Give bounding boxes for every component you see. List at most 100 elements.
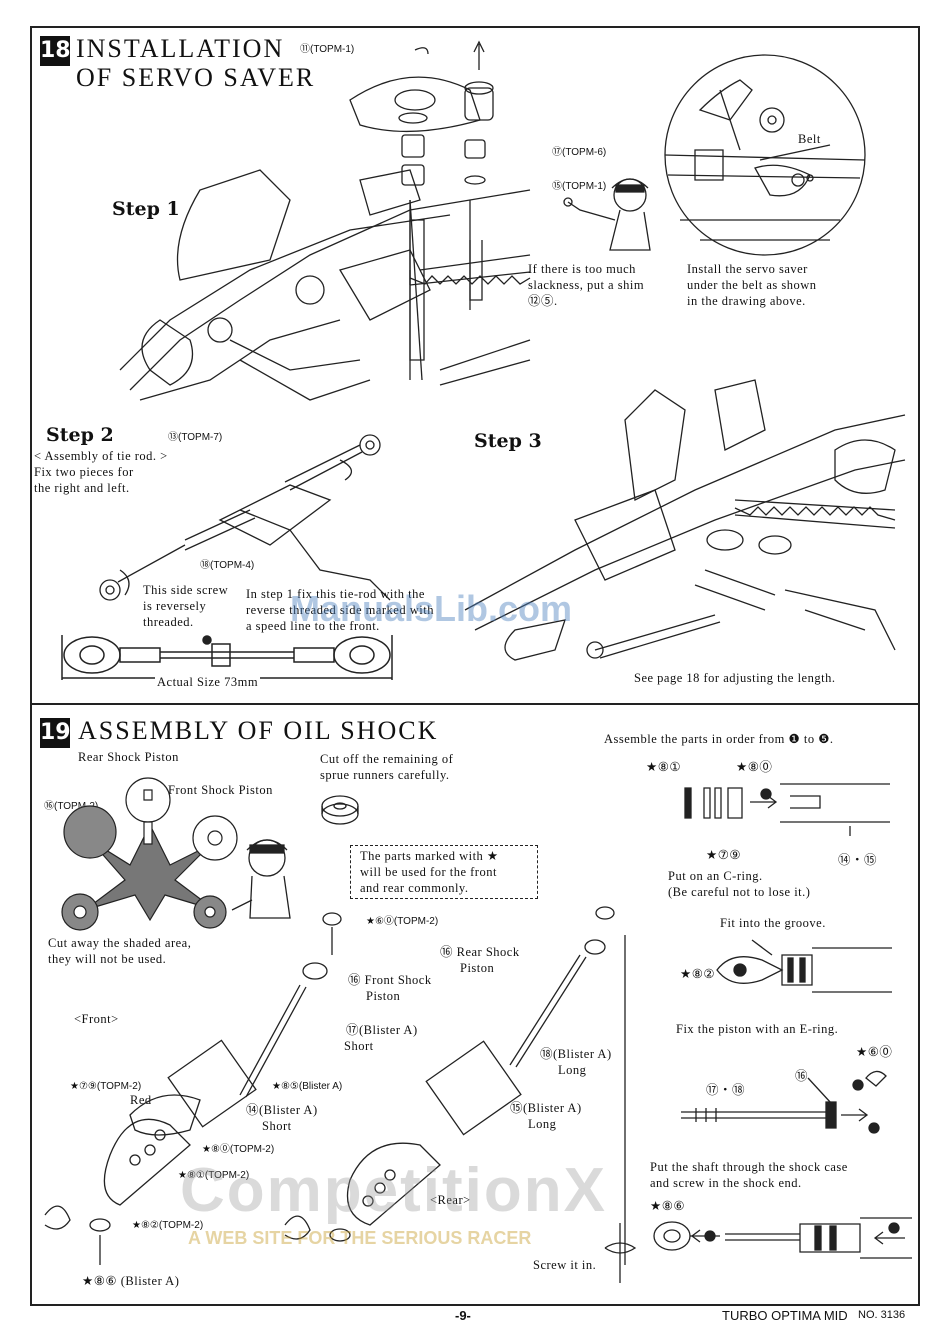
- piston-sprue-tree-drawing: [50, 770, 240, 930]
- belt-label: Belt: [798, 132, 821, 146]
- common-note-line3: and rear commonly.: [360, 881, 469, 895]
- adjust-length-note: See page 18 for adjusting the length.: [634, 671, 836, 685]
- reverse-note-line1: This side screw: [143, 583, 229, 597]
- cut-shaded-line1: Cut away the shaded area,: [48, 936, 192, 950]
- order-note: Assemble the parts in order from ❶ to ❺.: [604, 732, 834, 746]
- oil-shock-exploded-drawing: [40, 905, 640, 1295]
- shaft-note-line2: and screw in the shock end.: [650, 1176, 802, 1190]
- footer-doc-number: NO. 3136: [858, 1309, 906, 1321]
- part-63-label: ⑬(TOPM-7): [168, 432, 223, 443]
- part-80-label: ★⑧⓪(TOPM-2): [202, 1144, 275, 1155]
- piston-detail-icon: [318, 788, 364, 828]
- shaft-78-line2: Long: [558, 1063, 587, 1077]
- step-2-text-line3: the right and left.: [34, 481, 130, 495]
- part-97-label: ⑰(TOPM-6): [552, 147, 607, 158]
- footer-model: TURBO OPTIMA MID: [722, 1308, 848, 1323]
- part-79-label: ★⑦⑨(TOPM-2): [70, 1081, 142, 1092]
- screw-in-note: Screw it in.: [533, 1258, 597, 1272]
- section-18-title-line2: OF SERVO SAVER: [76, 63, 316, 92]
- install-note-line2: under the belt as shown: [687, 278, 817, 292]
- common-note-line2: will be used for the front: [360, 865, 497, 879]
- groove-step-drawing: [712, 930, 892, 1000]
- c-ring-line1: Put on an C-ring.: [668, 869, 763, 883]
- section-18-title-line1: INSTALLATION: [76, 34, 285, 63]
- cut-sprue-line2: sprue runners carefully.: [320, 768, 450, 782]
- screw-rotation-arrow-icon: [600, 1218, 640, 1288]
- mascot-pointing-icon: [560, 170, 660, 260]
- rear-shock-piston-label: Rear Shock Piston: [78, 750, 179, 764]
- e-ring-note: Fix the piston with an E-ring.: [676, 1022, 839, 1036]
- shaft-note-line1: Put the shaft through the shock case: [650, 1160, 848, 1174]
- part-75-label: ⑮(TOPM-1): [552, 181, 607, 192]
- shaft-77-line1: ⑰(Blister A): [346, 1023, 418, 1037]
- case-74-line1: ⑭(Blister A): [246, 1103, 318, 1117]
- part-86-label: ★⑧⑥ (Blister A): [82, 1274, 180, 1288]
- d-part-76: ⑯: [795, 1069, 809, 1083]
- d-part-77-78: ⑰・⑱: [706, 1083, 746, 1097]
- part-85-label: ★⑧⑤(Blister A): [272, 1081, 343, 1092]
- servo-saver-assembly-drawing: [110, 40, 550, 430]
- competitionx-subtitle-watermark: A WEB SITE FOR THE SERIOUS RACER: [188, 1228, 532, 1248]
- competitionx-watermark: CompetitionX: [180, 1156, 607, 1225]
- step-2-heading: Step 2: [46, 424, 114, 446]
- page-frame: [30, 26, 920, 1306]
- front-shock-piston-ref-line1: ⑯ Front Shock: [348, 973, 432, 987]
- install-note-line3: in the drawing above.: [687, 294, 806, 308]
- part-81-label: ★⑧①(TOPM-2): [178, 1170, 250, 1181]
- groove-note: Fit into the groove.: [720, 916, 826, 930]
- d-part-81: ★⑧①: [646, 760, 682, 774]
- shaft-78-line1: ⑱(Blister A): [540, 1047, 612, 1061]
- slack-note-line3: ⑫⑤.: [528, 294, 558, 308]
- section-19-number: 19: [40, 718, 71, 748]
- part-98-label: ⑱(TOPM-4): [200, 560, 255, 571]
- step-2-text-line2: Fix two pieces for: [34, 465, 134, 479]
- cut-shaded-line2: they will not be used.: [48, 952, 167, 966]
- common-parts-note-box: [350, 845, 538, 899]
- cut-sprue-line1: Cut off the remaining of: [320, 752, 454, 766]
- front-label: <Front>: [74, 1012, 119, 1026]
- common-note-line1: The parts marked with ★: [360, 849, 499, 863]
- c-ring-line2: (Be careful not to lose it.): [668, 885, 811, 899]
- slack-note-line2: slackness, put a shim: [528, 278, 645, 292]
- section-18-number: 18: [40, 36, 71, 66]
- c-ring-step-drawing: [680, 776, 890, 846]
- step-2-text-line1: < Assembly of tie rod. >: [34, 449, 168, 463]
- front-shock-piston-ref-line2: Piston: [366, 989, 401, 1003]
- part-11-label: ⑪(TOPM-1): [300, 44, 355, 55]
- front-shock-piston-label: Front Shock Piston: [168, 783, 273, 797]
- step-3-chassis-drawing: [455, 370, 915, 670]
- reverse-note-line3: threaded.: [143, 615, 194, 629]
- section-divider: [30, 703, 920, 705]
- shock-end-step-drawing: [650, 1210, 912, 1270]
- tie-rod-actual-size-drawing: [52, 630, 402, 690]
- red-label: Red: [130, 1093, 152, 1107]
- slack-note-line1: If there is too much: [528, 262, 636, 276]
- step-3-heading: Step 3: [474, 430, 542, 452]
- shaft-77-line2: Short: [344, 1039, 374, 1053]
- d-part-86: ★⑧⑥: [650, 1199, 686, 1213]
- d-part-74-75: ⑭・⑮: [838, 853, 878, 867]
- d-part-79: ★⑦⑨: [706, 848, 742, 862]
- reverse-note-line2: is reversely: [143, 599, 207, 613]
- part-76-label: ⑯(TOPM-2): [44, 801, 99, 812]
- actual-size-label: Actual Size 73mm: [155, 674, 261, 690]
- case-74-line2: Short: [262, 1119, 292, 1133]
- rear-label: <Rear>: [430, 1193, 471, 1207]
- case-75-line2: Long: [528, 1117, 557, 1131]
- case-75-line1: ⑮(Blister A): [510, 1101, 582, 1115]
- part-82-label: ★⑧②(TOPM-2): [132, 1220, 204, 1231]
- step-note-line2: reverse threaded side marked with: [246, 603, 434, 617]
- section-19-title: ASSEMBLY OF OIL SHOCK: [78, 716, 439, 745]
- step-note-line3: a speed line to the front.: [246, 619, 380, 633]
- mascot-thumbs-icon: [232, 830, 302, 920]
- tie-rod-assembly-drawing: [90, 430, 390, 610]
- belt-detail-inset: [660, 50, 870, 260]
- d-part-80: ★⑧⓪: [736, 760, 773, 774]
- step-note-line1: In step 1 fix this tie-rod with the: [246, 587, 425, 601]
- step-1-heading: Step 1: [112, 198, 180, 220]
- rear-shock-piston-ref-line2: Piston: [460, 961, 495, 975]
- e-ring-step-drawing: [676, 1058, 891, 1138]
- d-part-82: ★⑧②: [680, 967, 716, 981]
- install-note-line1: Install the servo saver: [687, 262, 808, 276]
- part-60-label: ★⑥⓪(TOPM-2): [366, 916, 439, 927]
